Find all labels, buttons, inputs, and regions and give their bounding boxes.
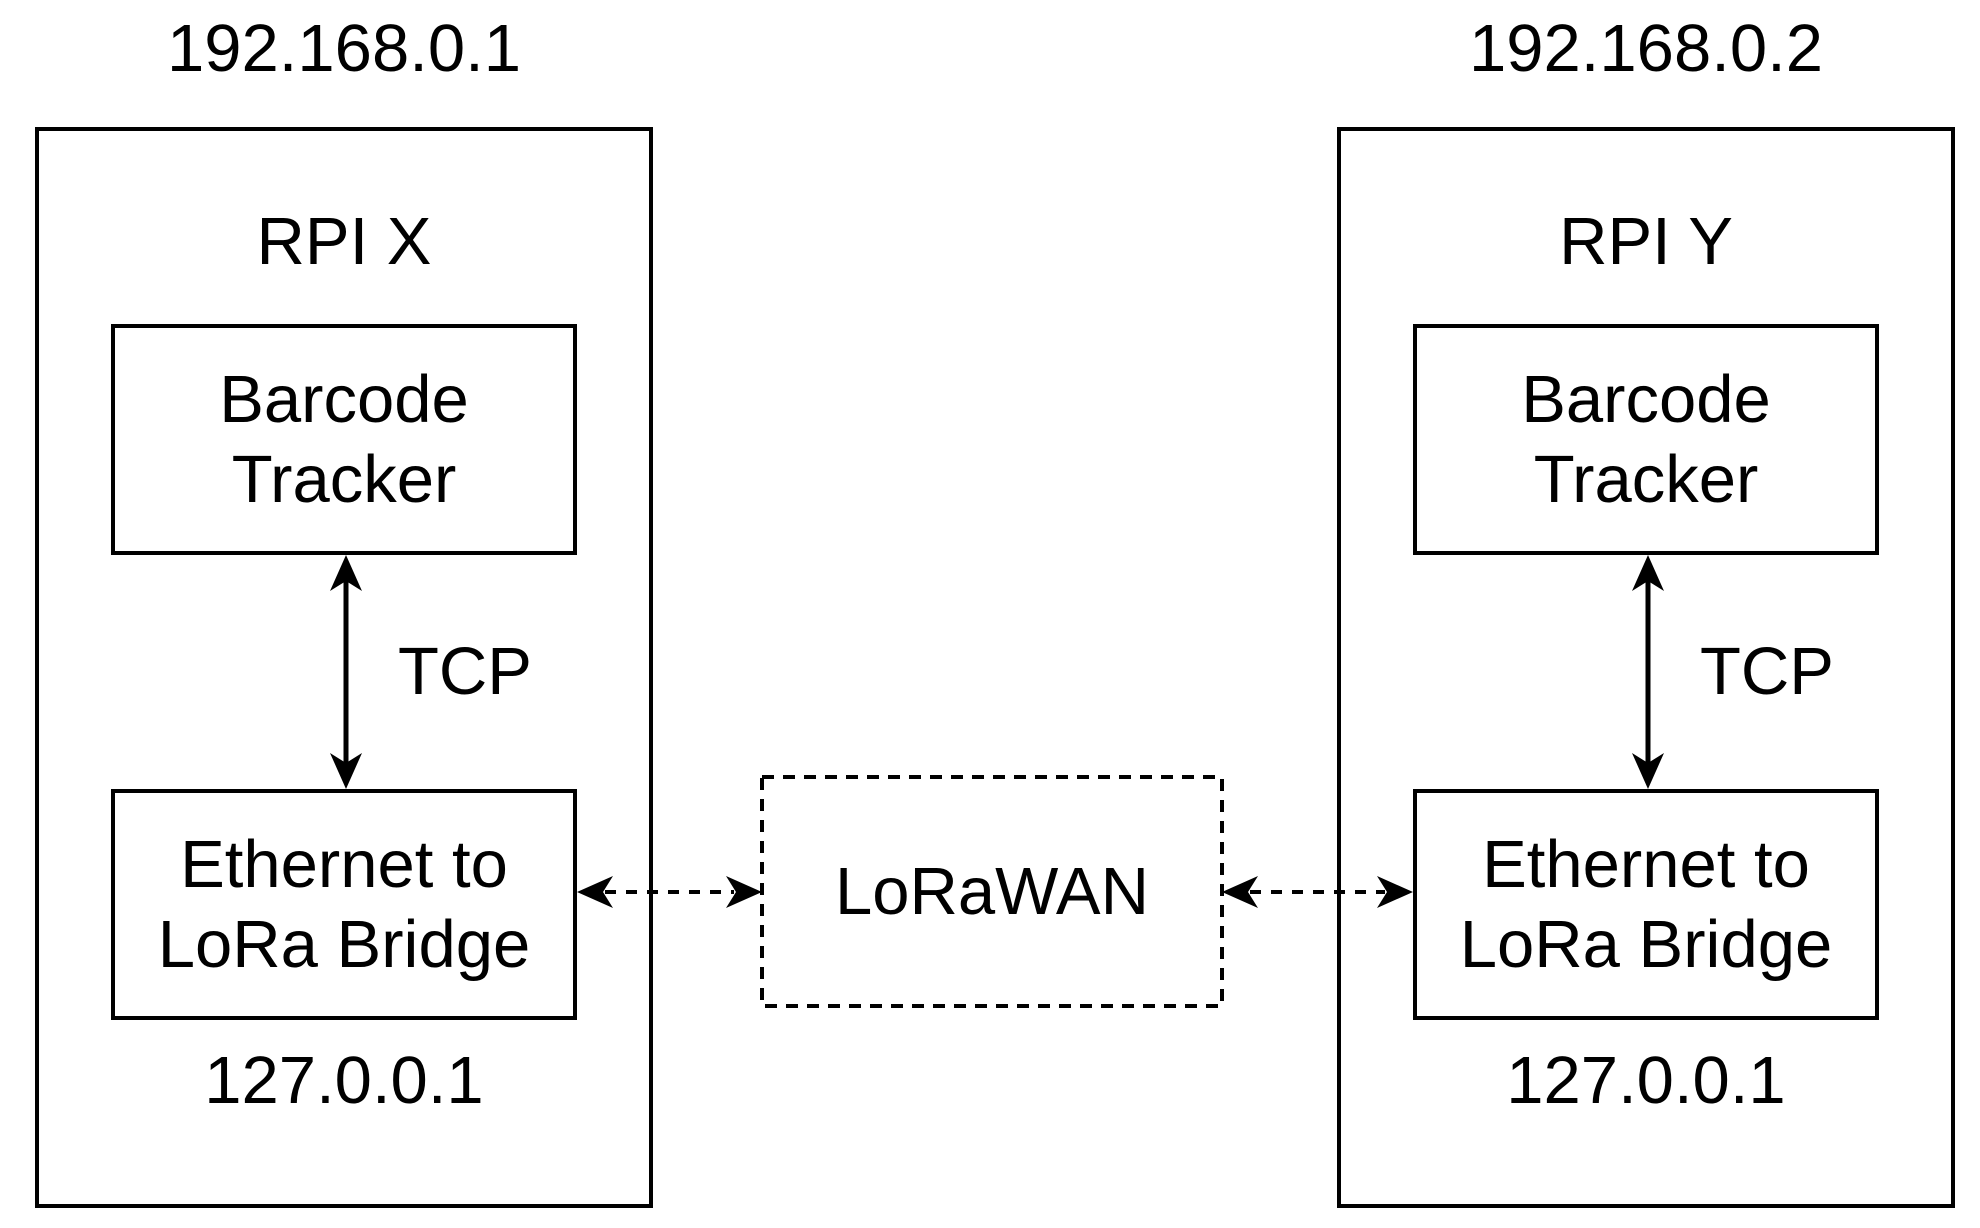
rpi-y-box [1337,127,1955,1208]
ethernet-lora-bridge-box: Ethernet to LoRa Bridge [1413,789,1879,1020]
rpi-title: RPI Y [1559,204,1733,279]
tcp-label: TCP [398,634,532,709]
arrowhead-left-icon [1222,876,1258,908]
ethernet-lora-bridge-box: Ethernet to LoRa Bridge [111,789,577,1020]
rpi-x-group: 192.168.0.1 RPI X Barcode Tracker TCP Et… [35,0,653,1228]
lorawan-label: LoRaWAN [835,853,1149,929]
ip-label: 192.168.0.1 [167,11,521,86]
tcp-label: TCP [1700,634,1834,709]
rpi-title: RPI X [256,204,432,279]
rpi-y-group: 192.168.0.2 RPI Y Barcode Tracker TCP Et… [1337,0,1955,1228]
lorawan-box: LoRaWAN [762,777,1222,1006]
barcode-tracker-box: Barcode Tracker [1413,324,1879,555]
ip-label: 192.168.0.2 [1469,11,1823,86]
loopback-label: 127.0.0.1 [204,1043,484,1118]
rpi-x-box [35,127,653,1208]
loopback-label: 127.0.0.1 [1506,1043,1786,1118]
barcode-tracker-box: Barcode Tracker [111,324,577,555]
arrowhead-right-icon [726,876,762,908]
